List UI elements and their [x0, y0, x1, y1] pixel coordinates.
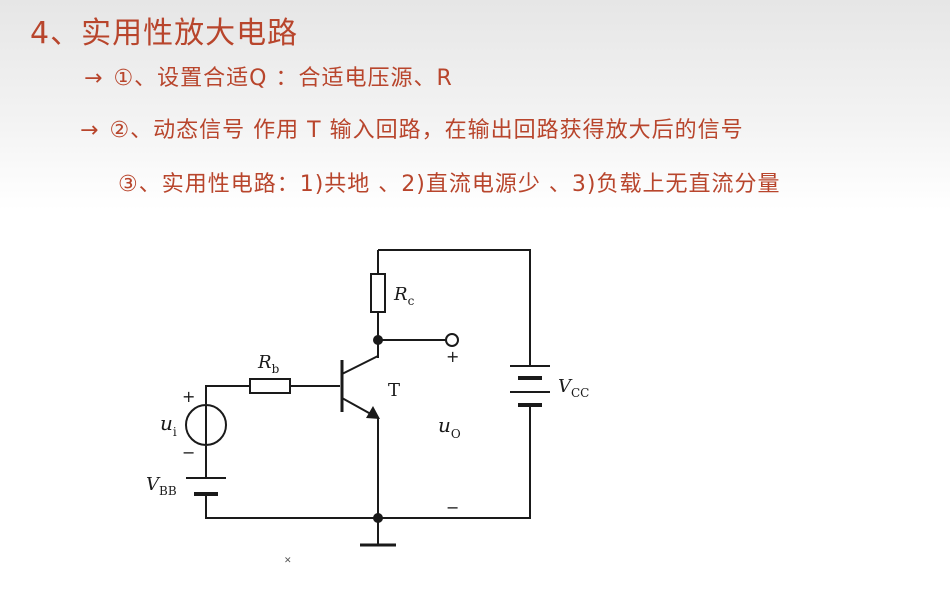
vcc-label: VCC [558, 376, 589, 400]
ui-label: ui [160, 411, 177, 439]
ui-plus-sign: + [182, 387, 195, 406]
resistor-rb [249, 378, 291, 394]
transistor-label: T [388, 380, 400, 401]
note-line-2-text: ②、动态信号 作用 T 输入回路，在输出回路获得放大后的信号 [109, 118, 744, 143]
transistor-collector-lead [341, 355, 379, 375]
vbb-label: VBB [146, 474, 177, 498]
battery-vbb [186, 477, 226, 496]
wire-input-top [205, 385, 250, 404]
note-line-1-text: ①、设置合适Q ：合适电压源、R [113, 66, 453, 91]
wire-top [378, 249, 531, 366]
junction-dot [373, 513, 383, 523]
arrow-icon: → [84, 66, 104, 91]
rc-label: Rc [393, 284, 415, 308]
rb-label: Rb [257, 352, 280, 376]
uo-plus-sign: + [446, 347, 459, 366]
emitter-arrow-icon [366, 406, 380, 419]
uo-label: uO [438, 413, 461, 441]
battery-vcc [510, 365, 550, 407]
uo-minus-sign: − [446, 498, 459, 517]
output-terminal [445, 333, 459, 347]
note-line-3: ③、实用性电路：1)共地 、2)直流电源少 、3)负载上无直流分量 [118, 172, 781, 197]
ui-minus-sign: − [182, 443, 195, 462]
junction-dot [373, 335, 383, 345]
note-line-1: → ①、设置合适Q ：合适电压源、R [84, 60, 453, 92]
wire-bottom [205, 405, 531, 519]
section-title: 4、实用性放大电路 [30, 16, 299, 51]
note-line-2: → ②、动态信号 作用 T 输入回路，在输出回路获得放大后的信号 [80, 112, 744, 144]
resistor-rc [370, 273, 386, 313]
circuit-wires [205, 249, 531, 545]
arrow-icon: → [80, 118, 100, 143]
mouse-cursor-icon: ✕ [284, 556, 292, 566]
